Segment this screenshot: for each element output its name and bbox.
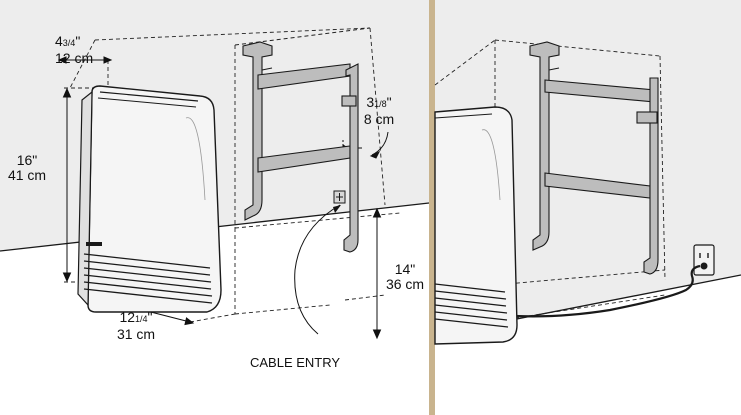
cable-entry-label: CABLE ENTRY bbox=[250, 355, 341, 370]
mounting-bracket-right bbox=[529, 41, 659, 275]
height-inch: 16" bbox=[16, 152, 38, 168]
width-inch: 121/4" bbox=[119, 309, 153, 325]
floor-clearance-label: 14" 36 cm bbox=[382, 262, 428, 292]
floor-clearance-inch: 14" bbox=[394, 261, 416, 277]
depth-dimension-label: 43/4" 12 cm bbox=[55, 34, 93, 66]
depth-inch: 43/4" bbox=[55, 33, 81, 49]
bracket-offset-label: 31/8" 8 cm bbox=[356, 95, 402, 127]
width-dimension-label: 121/4" 31 cm bbox=[108, 310, 164, 342]
wall-outlet bbox=[693, 244, 715, 276]
right-panel bbox=[434, 0, 741, 415]
mounting-bracket-left bbox=[242, 41, 359, 253]
floor-clearance-cm: 36 cm bbox=[385, 276, 425, 292]
left-panel bbox=[0, 0, 430, 340]
width-cm: 31 cm bbox=[116, 326, 156, 342]
cable-entry-box bbox=[333, 190, 346, 204]
cable-entry-leader bbox=[294, 204, 341, 335]
power-cord bbox=[514, 264, 701, 318]
depth-cm: 12 cm bbox=[55, 50, 94, 66]
heater-unit-right bbox=[434, 106, 518, 345]
height-dimension-label: 16" 41 cm bbox=[4, 153, 50, 183]
heater-unit-left bbox=[77, 85, 222, 313]
bracket-offset-cm: 8 cm bbox=[363, 111, 395, 127]
height-cm: 41 cm bbox=[7, 167, 47, 183]
panel-divider bbox=[429, 0, 435, 415]
floor-right bbox=[435, 275, 741, 415]
bracket-offset-inch: 31/8" bbox=[366, 94, 392, 110]
